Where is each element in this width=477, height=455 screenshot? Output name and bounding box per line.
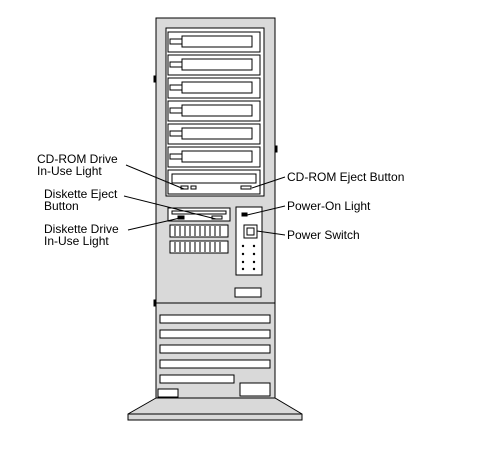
leader-lines xyxy=(123,164,286,236)
label-power-on-light: Power-On Light xyxy=(287,199,371,213)
lower-vents xyxy=(159,314,271,384)
tower-base xyxy=(127,397,303,421)
leader-diskette-in-use-light xyxy=(127,217,181,231)
label-power-switch: Power Switch xyxy=(287,228,360,242)
leader-power-on-light xyxy=(246,205,286,216)
drive-bays xyxy=(167,31,261,168)
case-tab-right xyxy=(274,145,278,153)
lower-slot-left xyxy=(157,388,179,398)
label-diskette-eject-button: Diskette Eject Button xyxy=(44,187,118,213)
cdrom-drive xyxy=(167,169,261,195)
leader-diskette-eject-button xyxy=(123,195,217,220)
leader-cdrom-in-use-light xyxy=(125,164,185,190)
drive-bay-2 xyxy=(167,54,261,76)
lower-slot-right xyxy=(239,382,271,397)
front-vents xyxy=(169,224,229,254)
diskette-in-use-light xyxy=(177,215,185,220)
control-panel-dots xyxy=(241,244,256,271)
leader-cdrom-eject-button xyxy=(251,176,286,189)
label-diskette-in-use-light: Diskette Drive In-Use Light xyxy=(44,222,119,248)
power-on-light xyxy=(241,212,248,217)
drive-bay-3 xyxy=(167,77,261,99)
drive-bay-1 xyxy=(167,31,261,53)
label-cdrom-in-use-light: CD-ROM Drive In-Use Light xyxy=(37,152,118,178)
drive-bay-5 xyxy=(167,123,261,145)
drive-bay-6 xyxy=(167,146,261,168)
case-badge xyxy=(234,287,262,298)
label-cdrom-eject-button: CD-ROM Eject Button xyxy=(287,170,405,184)
case-tab-left-lower xyxy=(153,299,157,307)
cdrom-eject-button xyxy=(240,185,252,190)
leader-power-switch xyxy=(256,230,286,236)
control-panel xyxy=(235,206,263,276)
drive-bay-4 xyxy=(167,100,261,122)
case-tab-left-upper xyxy=(153,75,157,83)
